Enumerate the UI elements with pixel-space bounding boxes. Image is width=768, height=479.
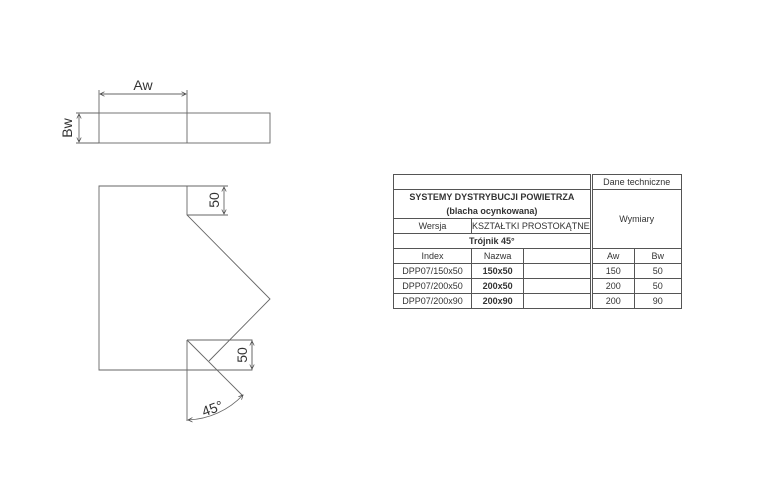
- cell-bw: 90: [633, 293, 682, 309]
- col-bw: Bw: [633, 248, 682, 264]
- cell-index: DPP07/200x50: [393, 278, 472, 294]
- cell-bw: 50: [633, 278, 682, 294]
- version-value: KSZTAŁTKI PROSTOKĄTNE: [471, 218, 592, 234]
- cell-name: 150x50: [470, 263, 525, 279]
- title-line1: SYSTEMY DYSTRYBUCJI POWIETRZA: [409, 192, 575, 202]
- table-title: SYSTEMY DYSTRYBUCJI POWIETRZA (blacha ocy…: [393, 189, 592, 219]
- tee-outline: [98, 185, 253, 371]
- aw-label: Aw: [133, 77, 153, 93]
- angle-arc: [188, 395, 243, 420]
- col-empty: [523, 248, 592, 264]
- cell-index: DPP07/150x50: [393, 263, 472, 279]
- dim-bottom-label: 50: [234, 347, 250, 363]
- top-view-rect: [98, 112, 271, 144]
- version-label: Wersja: [393, 218, 472, 234]
- cell-bw: 50: [633, 263, 682, 279]
- col-name: Nazwa: [470, 248, 525, 264]
- empty-header-cell: [393, 174, 592, 190]
- bw-label: Bw: [59, 117, 75, 137]
- title-line2: (blacha ocynkowana): [446, 206, 538, 216]
- spec-table: Dane techniczne SYSTEMY DYSTRYBUCJI POWI…: [393, 174, 682, 309]
- dimensions-header: Wymiary: [589, 189, 682, 249]
- table-row: DPP07/200x90 200x90 200 90: [393, 293, 682, 309]
- cell-aw: 150: [589, 263, 635, 279]
- tech-header: Dane techniczne: [589, 174, 682, 190]
- col-index: Index: [393, 248, 472, 264]
- product-name: Trójnik 45°: [393, 233, 592, 249]
- table-row: DPP07/150x50 150x50 150 50: [393, 263, 682, 279]
- cell-empty: [523, 293, 592, 309]
- cell-name: 200x90: [470, 293, 525, 309]
- cell-name: 200x50: [470, 278, 525, 294]
- cell-aw: 200: [589, 293, 635, 309]
- cell-empty: [523, 263, 592, 279]
- col-aw: Aw: [589, 248, 635, 264]
- cell-index: DPP07/200x90: [393, 293, 472, 309]
- angle-label: 45°: [200, 397, 225, 419]
- table-row: DPP07/200x50 200x50 200 50: [393, 278, 682, 294]
- cell-empty: [523, 278, 592, 294]
- dim-top-label: 50: [206, 192, 222, 208]
- cell-aw: 200: [589, 278, 635, 294]
